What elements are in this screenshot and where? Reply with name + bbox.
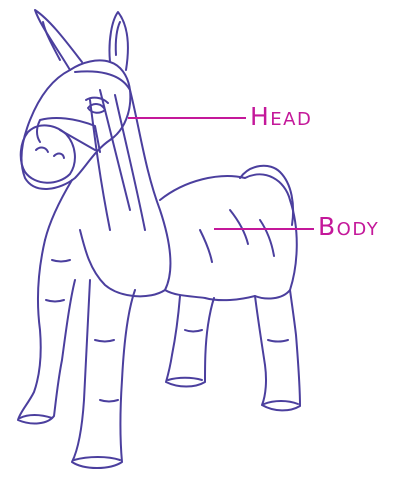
body-label: Body [318,214,379,239]
hind-left-leg [166,296,214,387]
body-outline [160,174,297,300]
hind-right-leg [255,290,300,410]
right-ear [109,12,127,70]
front-left-leg [18,240,75,423]
left-ear [35,10,82,70]
front-right-leg [72,280,135,468]
halter [37,118,100,152]
head-label: Head [250,104,312,129]
